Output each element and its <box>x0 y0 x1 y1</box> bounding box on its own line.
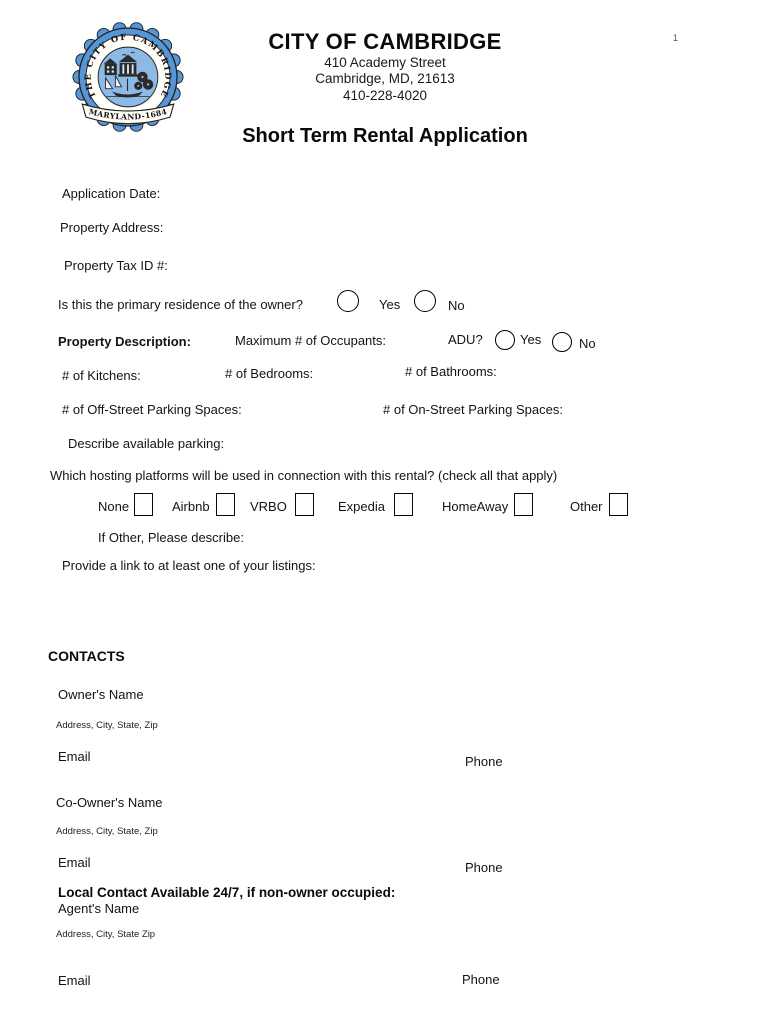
application-date-label: Application Date: <box>62 186 161 201</box>
property-description-label: Property Description: <box>58 334 191 349</box>
owner-phone-label: Phone <box>465 754 503 769</box>
co-owner-name-label: Co-Owner's Name <box>56 795 163 810</box>
property-address-label: Property Address: <box>60 220 164 235</box>
primary-residence-yes-radio[interactable] <box>337 290 359 312</box>
bedrooms-label: # of Bedrooms: <box>225 366 314 381</box>
platforms-question: Which hosting platforms will be used in … <box>50 468 558 483</box>
primary-residence-no-label: No <box>448 298 465 313</box>
platform-airbnb-label: Airbnb <box>172 499 210 514</box>
listing-link-label: Provide a link to at least one of your l… <box>62 558 316 573</box>
primary-residence-no-radio[interactable] <box>414 290 436 312</box>
platform-vrbo-label: VRBO <box>250 499 287 514</box>
platform-none-label: None <box>98 499 130 514</box>
adu-yes-radio[interactable] <box>495 330 515 350</box>
city-seal-logo: THE CITY OF CAMBRIDGE MARYLAND-1684 <box>72 18 184 136</box>
seal-banner-ribbon <box>81 103 175 125</box>
platform-homeaway-checkbox[interactable] <box>514 493 533 516</box>
platform-vrbo-checkbox[interactable] <box>295 493 314 516</box>
platform-none-checkbox[interactable] <box>134 493 153 516</box>
platform-other-checkbox[interactable] <box>609 493 628 516</box>
org-address-line1: 410 Academy Street <box>324 55 446 70</box>
max-occupants-label: Maximum # of Occupants: <box>235 333 386 348</box>
agent-address-label: Address, City, State Zip <box>56 929 156 940</box>
adu-yes-label: Yes <box>520 332 542 347</box>
owner-name-label: Owner's Name <box>58 687 144 702</box>
agent-name-label: Agent's Name <box>58 901 140 916</box>
owner-email-label: Email <box>58 749 91 764</box>
org-phone: 410-228-4020 <box>342 88 428 103</box>
platform-expedia-label: Expedia <box>338 499 385 514</box>
adu-no-label: No <box>579 336 596 351</box>
local-contact-heading: Local Contact Available 24/7, if non-own… <box>58 885 396 900</box>
co-owner-address-label: Address, City, State, Zip <box>56 826 158 837</box>
owner-address-label: Address, City, State, Zip <box>56 720 158 731</box>
page-title: Short Term Rental Application <box>242 125 528 147</box>
platform-expedia-checkbox[interactable] <box>394 493 413 516</box>
primary-residence-yes-label: Yes <box>379 297 401 312</box>
page-number: 1 <box>673 33 679 43</box>
bathrooms-label: # of Bathrooms: <box>405 364 497 379</box>
platform-airbnb-checkbox[interactable] <box>216 493 235 516</box>
co-owner-phone-label: Phone <box>465 860 503 875</box>
co-owner-email-label: Email <box>58 855 91 870</box>
describe-parking-label: Describe available parking: <box>68 436 225 451</box>
kitchens-label: # of Kitchens: <box>62 368 141 383</box>
primary-residence-question: Is this the primary residence of the own… <box>58 297 303 312</box>
org-name: CITY OF CAMBRIDGE <box>268 29 502 54</box>
org-address-line2: Cambridge, MD, 21613 <box>315 71 455 86</box>
if-other-describe-label: If Other, Please describe: <box>98 530 244 545</box>
platform-homeaway-label: HomeAway <box>442 499 509 514</box>
agent-email-label: Email <box>58 973 91 988</box>
contacts-heading: CONTACTS <box>48 648 125 664</box>
onstreet-parking-label: # of On-Street Parking Spaces: <box>383 402 563 417</box>
adu-label: ADU? <box>448 332 483 347</box>
offstreet-parking-label: # of Off-Street Parking Spaces: <box>62 402 242 417</box>
property-tax-id-label: Property Tax ID #: <box>64 258 168 273</box>
city-seal-icon: THE CITY OF CAMBRIDGE MARYLAND-1684 <box>72 22 184 132</box>
platform-other-label: Other <box>570 499 603 514</box>
agent-phone-label: Phone <box>462 972 500 987</box>
adu-no-radio[interactable] <box>552 332 572 352</box>
